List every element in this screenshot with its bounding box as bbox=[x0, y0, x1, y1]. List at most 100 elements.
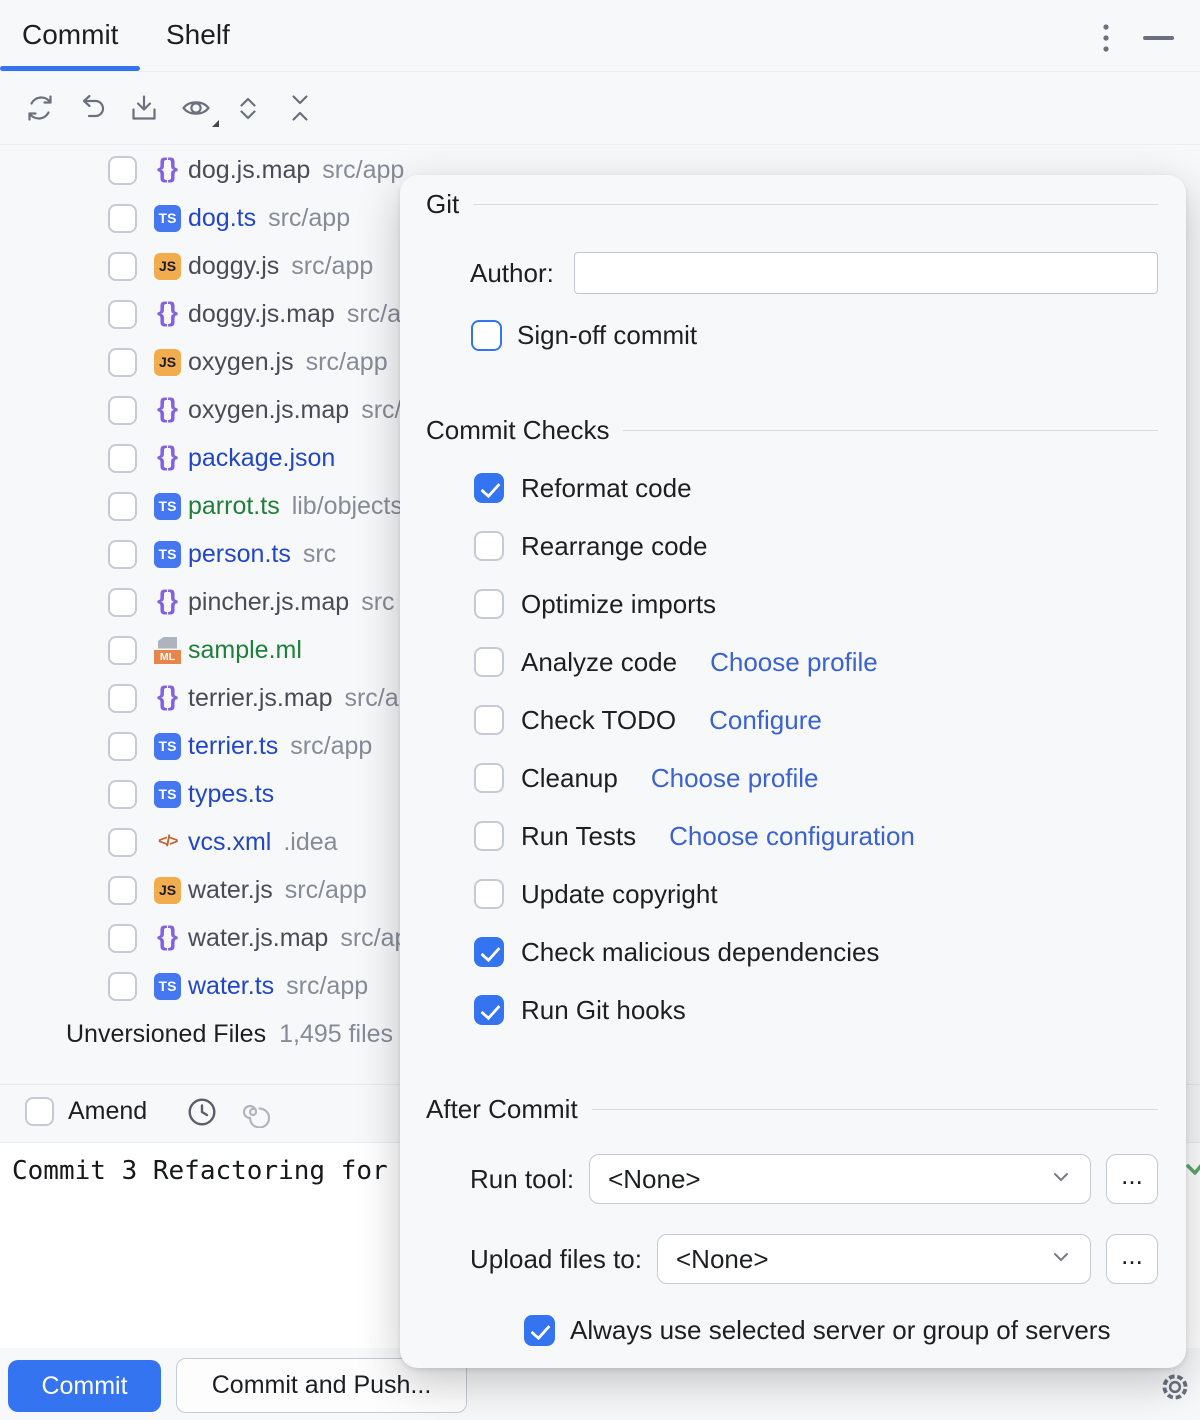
file-row[interactable]: {} terrier.js.map src/app bbox=[0, 674, 1200, 722]
commit-check-checkbox[interactable] bbox=[474, 705, 504, 735]
commit-check-label: Analyze code bbox=[521, 646, 678, 677]
commit-check-checkbox[interactable] bbox=[474, 995, 504, 1025]
signoff-checkbox[interactable] bbox=[471, 320, 502, 351]
commit-check-checkbox[interactable] bbox=[474, 879, 504, 909]
refresh-icon[interactable] bbox=[24, 92, 56, 124]
commit-history-icon[interactable] bbox=[186, 1096, 218, 1133]
file-checkbox[interactable] bbox=[108, 587, 137, 617]
file-row[interactable]: TS terrier.ts src/app bbox=[0, 722, 1200, 770]
file-row[interactable]: {} pincher.js.map src bbox=[0, 578, 1200, 626]
hide-toolwindow-icon[interactable] bbox=[1143, 36, 1174, 40]
git-section-header: Git bbox=[400, 189, 1158, 219]
file-checkbox[interactable] bbox=[108, 203, 137, 233]
unversioned-files-label: Unversioned Files bbox=[66, 1019, 267, 1048]
file-row[interactable]: ML sample.ml bbox=[0, 626, 1200, 674]
more-options-icon[interactable] bbox=[1098, 21, 1114, 57]
commit-check-checkbox[interactable] bbox=[474, 821, 504, 851]
preview-diff-icon[interactable] bbox=[180, 92, 219, 127]
file-checkbox[interactable] bbox=[108, 779, 137, 809]
json-file-icon: {} bbox=[156, 440, 178, 471]
commit-check-checkbox[interactable] bbox=[474, 473, 504, 503]
commit-check-checkbox[interactable] bbox=[474, 937, 504, 967]
commit-check-label: Check malicious dependencies bbox=[521, 936, 880, 967]
commit-check-link[interactable]: Configure bbox=[709, 704, 822, 735]
commit-button[interactable]: Commit bbox=[8, 1360, 161, 1412]
amend-checkbox[interactable] bbox=[25, 1097, 54, 1126]
file-checkbox[interactable] bbox=[108, 395, 137, 425]
expand-all-icon[interactable] bbox=[232, 92, 264, 124]
file-name: oxygen.js.map bbox=[188, 395, 350, 424]
always-use-server-row: Always use selected server or group of s… bbox=[524, 1315, 1186, 1346]
collapse-all-icon[interactable] bbox=[284, 92, 316, 124]
file-checkbox[interactable] bbox=[108, 683, 137, 713]
always-use-checkbox[interactable] bbox=[524, 1315, 555, 1346]
upload-files-browse-button[interactable]: ... bbox=[1106, 1234, 1158, 1284]
file-name: types.ts bbox=[188, 779, 275, 808]
file-checkbox[interactable] bbox=[108, 923, 137, 953]
json-file-icon: {} bbox=[156, 296, 178, 327]
run-tool-browse-button[interactable]: ... bbox=[1106, 1154, 1158, 1204]
file-row[interactable]: JS oxygen.js src/app bbox=[0, 338, 1200, 386]
file-checkbox[interactable] bbox=[108, 827, 137, 857]
ml-file-icon: ML bbox=[154, 636, 181, 664]
commit-check-checkbox[interactable] bbox=[474, 763, 504, 793]
file-path: src/app bbox=[290, 731, 373, 760]
section-rule bbox=[591, 1108, 1158, 1110]
run-tool-dropdown[interactable]: <None> bbox=[589, 1154, 1091, 1204]
commit-check-checkbox[interactable] bbox=[474, 531, 504, 561]
file-checkbox[interactable] bbox=[108, 971, 137, 1001]
file-checkbox[interactable] bbox=[108, 491, 137, 521]
commit-check-checkbox[interactable] bbox=[474, 647, 504, 677]
upload-files-value: <None> bbox=[675, 1243, 769, 1274]
file-checkbox[interactable] bbox=[108, 155, 137, 185]
file-checkbox[interactable] bbox=[108, 347, 137, 377]
json-file-icon: {} bbox=[156, 152, 178, 183]
git-section-title: Git bbox=[426, 188, 460, 219]
file-row[interactable]: JS doggy.js src/app bbox=[0, 242, 1200, 290]
file-checkbox[interactable] bbox=[108, 731, 137, 761]
file-row[interactable]: {} doggy.js.map src/app bbox=[0, 290, 1200, 338]
author-input[interactable] bbox=[574, 252, 1158, 294]
file-checkbox[interactable] bbox=[108, 251, 137, 281]
rollback-icon[interactable] bbox=[76, 92, 108, 124]
file-row[interactable]: JS water.js src/app bbox=[0, 866, 1200, 914]
shelve-icon[interactable] bbox=[128, 92, 160, 124]
file-checkbox[interactable] bbox=[108, 875, 137, 905]
signoff-row: Sign-off commit bbox=[471, 320, 1186, 351]
file-checkbox[interactable] bbox=[108, 299, 137, 329]
upload-files-row: Upload files to: <None> ... bbox=[470, 1234, 1158, 1284]
commit-check-label: Run Git hooks bbox=[521, 994, 686, 1025]
file-row[interactable]: TS parrot.ts lib/objects bbox=[0, 482, 1200, 530]
file-row[interactable]: TS person.ts src bbox=[0, 530, 1200, 578]
commit-check-link[interactable]: Choose configuration bbox=[669, 820, 915, 851]
settings-gear-icon[interactable] bbox=[1156, 1368, 1194, 1411]
file-checkbox[interactable] bbox=[108, 635, 137, 665]
file-row[interactable]: TS dog.ts src/app bbox=[0, 194, 1200, 242]
file-row[interactable]: {} package.json bbox=[0, 434, 1200, 482]
commit-check-checkbox[interactable] bbox=[474, 589, 504, 619]
file-row[interactable]: </> vcs.xml .idea bbox=[0, 818, 1200, 866]
file-name: doggy.js.map bbox=[188, 299, 335, 328]
tab-shelf[interactable]: Shelf bbox=[166, 19, 230, 50]
file-row[interactable]: {} dog.js.map src/app bbox=[0, 146, 1200, 194]
commit-options-popup: Git Author: Sign-off commit Commit Check… bbox=[400, 175, 1186, 1368]
upload-files-dropdown[interactable]: <None> bbox=[656, 1234, 1091, 1284]
unversioned-files-node[interactable]: Unversioned Files 1,495 files bbox=[0, 1010, 1200, 1058]
tab-commit[interactable]: Commit bbox=[22, 19, 119, 50]
file-path: src/app bbox=[291, 251, 374, 280]
file-checkbox[interactable] bbox=[108, 443, 137, 473]
file-row[interactable]: TS water.ts src/app bbox=[0, 962, 1200, 1010]
section-rule bbox=[623, 429, 1158, 431]
file-name: parrot.ts bbox=[188, 491, 280, 520]
js-file-icon: JS bbox=[154, 252, 181, 280]
file-row[interactable]: TS types.ts bbox=[0, 770, 1200, 818]
author-label: Author: bbox=[470, 257, 554, 288]
commit-check-link[interactable]: Choose profile bbox=[650, 762, 819, 793]
commit-check-link[interactable]: Choose profile bbox=[710, 646, 878, 677]
commit-check-row: Reformat code bbox=[400, 459, 1186, 517]
xml-file-icon: </> bbox=[158, 833, 178, 850]
ai-generate-message-icon[interactable] bbox=[238, 1096, 271, 1133]
file-path: src/app bbox=[284, 875, 367, 904]
file-checkbox[interactable] bbox=[108, 539, 137, 569]
file-name: doggy.js bbox=[188, 251, 280, 280]
